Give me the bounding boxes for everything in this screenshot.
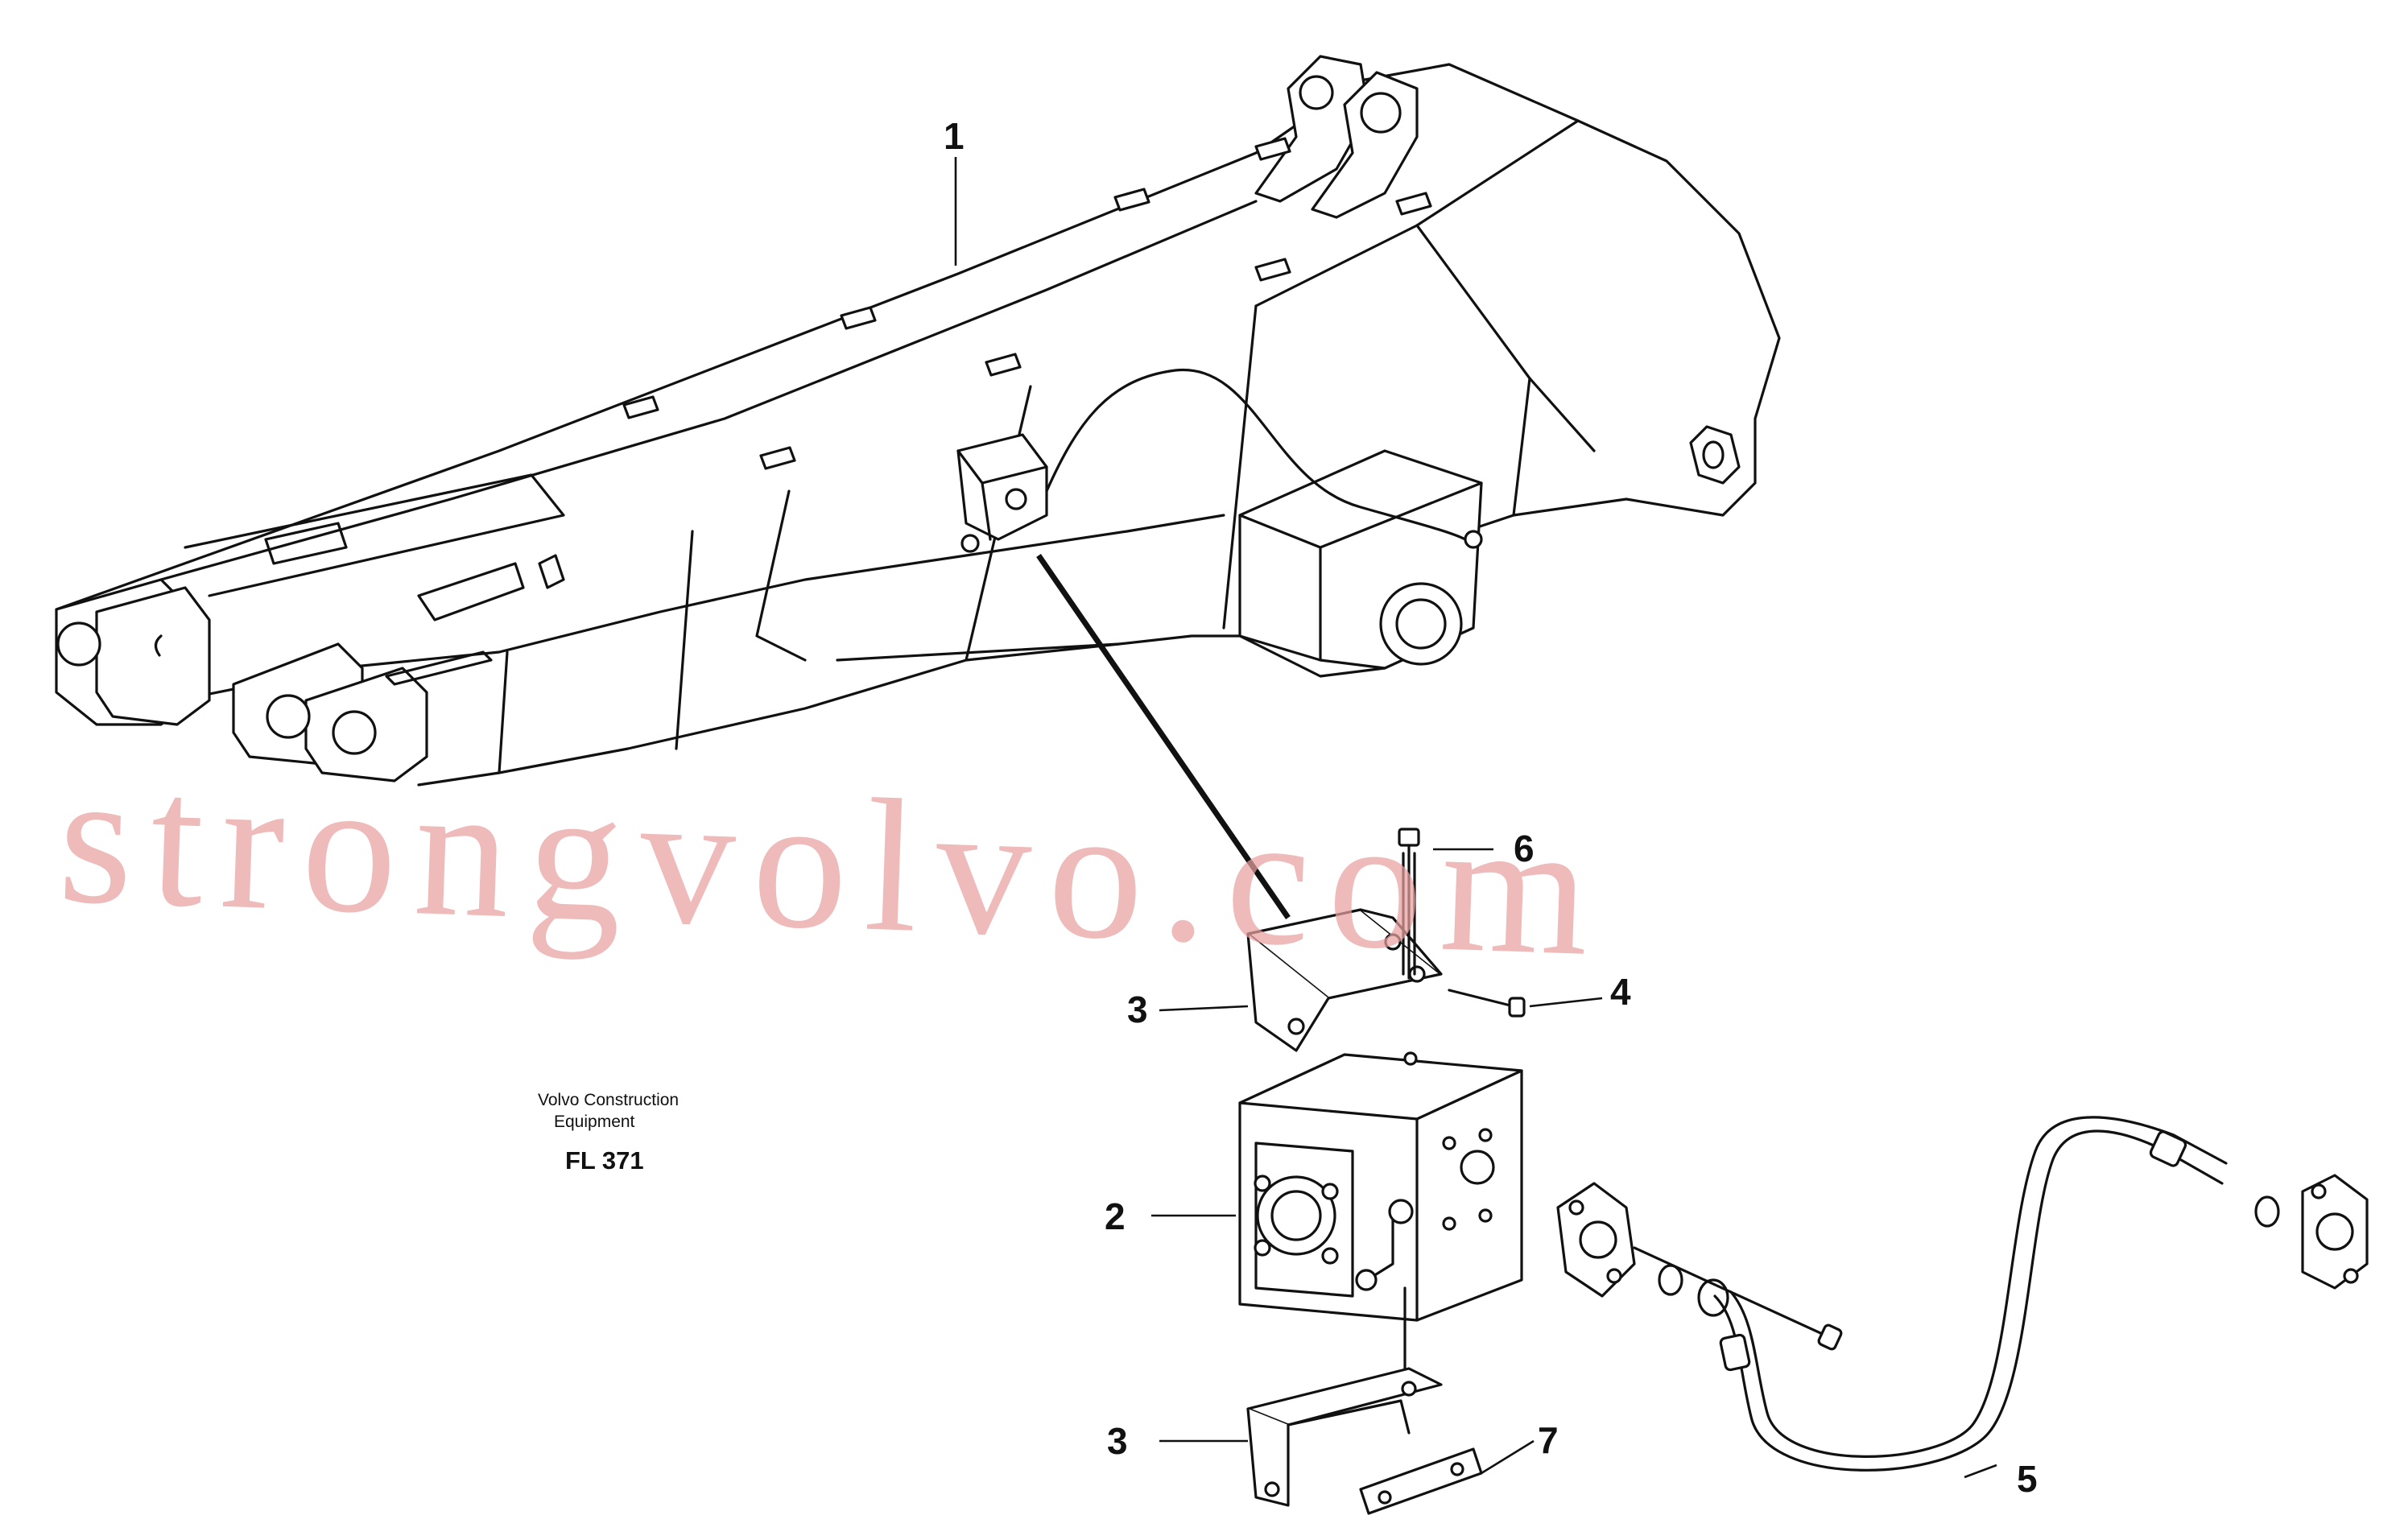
- callout-6: 6: [1514, 828, 1535, 869]
- front-clevis: [55, 473, 565, 782]
- top-lugs: [622, 137, 1432, 470]
- set-screw: [1448, 989, 1526, 1018]
- boom-arm: [55, 55, 1781, 787]
- mounting-bolt: [1398, 828, 1420, 980]
- caption-block: Volvo Construction Equipment FL 371: [538, 1091, 679, 1175]
- callout-7: 7: [1538, 1419, 1559, 1461]
- caption-code: FL 371: [565, 1146, 644, 1175]
- callout-2: 2: [1105, 1195, 1126, 1237]
- callout-3-upper: 3: [1127, 989, 1148, 1030]
- clamp-plate: [1359, 1447, 1483, 1515]
- boom-mounted-block: [956, 369, 1483, 553]
- callout-3-lower: 3: [1107, 1420, 1128, 1462]
- callout-4: 4: [1610, 971, 1631, 1013]
- assembly-leader-line: [1036, 554, 1291, 919]
- callout-leaders: [954, 157, 1997, 1479]
- lower-bracket: [1246, 1367, 1443, 1507]
- caption-equipment: Equipment: [554, 1113, 635, 1131]
- valve-block: [1238, 1051, 1523, 1322]
- watermark-text: strongvolvo.com: [56, 733, 1610, 997]
- callout-1: 1: [944, 115, 965, 157]
- upper-bracket: [1246, 908, 1443, 1052]
- callout-numbers: 1 2 3 3 4 5 6 7: [944, 115, 2038, 1500]
- callout-5: 5: [2017, 1458, 2038, 1500]
- hose-assembly: [1556, 1116, 2369, 1472]
- caption-company: Volvo Construction: [538, 1091, 679, 1109]
